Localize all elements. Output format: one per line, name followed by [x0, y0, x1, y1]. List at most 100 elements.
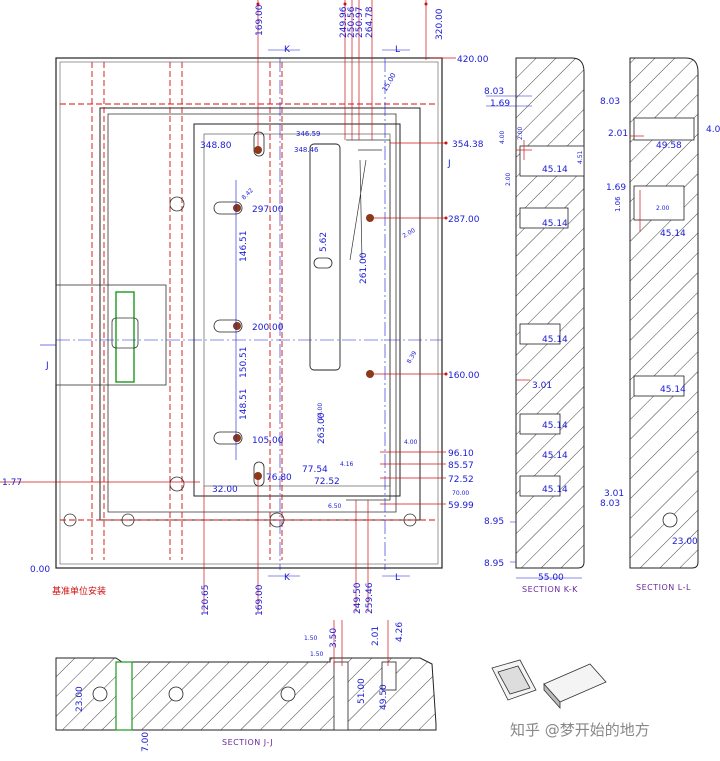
dim-right-70: 70.00	[452, 490, 469, 497]
ll-dim-4: 4.00	[706, 125, 720, 135]
dim-rot-5-62: 5.62	[319, 232, 329, 252]
dim-inner-348-80: 348.80	[200, 141, 232, 151]
kk-dim-55: 55.00	[538, 573, 564, 583]
dim-top-250-56: 250.56	[347, 6, 357, 38]
dim-right-287: 287.00	[448, 215, 480, 225]
dim-inner-261: 261.00	[359, 252, 369, 284]
jj-dim-7: 7.00	[141, 732, 151, 752]
ll-dim-1-69: 1.69	[606, 183, 626, 193]
section-letter-j-left: J	[45, 361, 49, 371]
section-letter-j-right: J	[447, 159, 451, 169]
dim-tiny-6-50: 6.50	[328, 503, 342, 510]
dim-bottom-169: 169.00	[255, 584, 265, 616]
ll-small-2: 2.00	[656, 205, 670, 212]
jj-dim-4-26: 4.26	[395, 622, 405, 642]
dim-rot-146-51: 146.51	[239, 231, 249, 263]
section-kk-view	[486, 57, 585, 579]
dim-top-264-78: 264.78	[365, 6, 375, 38]
dim-bottom-120-65: 120.65	[201, 585, 211, 617]
kk-dim-8-95-a: 8.95	[484, 517, 504, 527]
jj-dim-51: 51.00	[357, 678, 367, 704]
kk-small-4: 4.00	[499, 130, 506, 144]
jj-dim-23: 23.00	[75, 686, 85, 712]
dim-tiny-8-39: 8.39	[406, 350, 419, 365]
dim-tiny-14: 14.00	[317, 403, 324, 420]
section-jj-view	[55, 620, 437, 731]
dim-right-85-57: 85.57	[448, 461, 474, 471]
ll-dim-45-14-a: 45.14	[660, 229, 686, 239]
ll-dim-2-01: 2.01	[608, 129, 628, 139]
kk-dim-45-14-c: 45.14	[542, 335, 568, 345]
ll-dim-3-01: 3.01	[604, 489, 624, 499]
kk-dim-45-14-d: 45.14	[542, 421, 568, 431]
kk-dim-3-01: 3.01	[532, 381, 552, 391]
kk-dim-45-14-e: 45.14	[542, 451, 568, 461]
dim-bottom-259-46: 259.46	[365, 582, 375, 614]
ll-dim-49-58: 49.58	[656, 141, 682, 151]
section-ll-view	[629, 57, 699, 569]
kk-dim-45-14-f: 45.14	[542, 485, 568, 495]
kk-dim-8-95-b: 8.95	[484, 559, 504, 569]
dim-inner-76-80: 76.80	[266, 473, 292, 483]
jj-small-1-50-a: 1.50	[304, 635, 318, 642]
kk-small-2: 2.00	[505, 172, 512, 186]
section-jj-label: SECTION J-J	[222, 738, 273, 747]
dim-left-1-77: 1.77	[2, 478, 22, 488]
section-letter-l-bottom: L	[395, 573, 400, 583]
main-plan-view	[0, 0, 456, 612]
dim-right-96-10: 96.10	[448, 449, 474, 459]
kk-dim-1-69: 1.69	[490, 99, 510, 109]
dim-right-160: 160.00	[448, 371, 480, 381]
dimension-ticks	[256, 2, 448, 376]
section-letter-k-bottom: K	[284, 573, 291, 583]
dim-inner-348-46: 348.46	[294, 146, 319, 154]
dim-top-249-96: 249.96	[339, 6, 349, 38]
section-letter-k-top: K	[284, 45, 291, 55]
dim-left-0: 0.00	[30, 565, 50, 575]
ll-dim-45-14-b: 45.14	[660, 385, 686, 395]
dim-right-354-38: 354.38	[452, 140, 484, 150]
dim-bottom-249-50: 249.50	[353, 582, 363, 614]
section-kk-label: SECTION K-K	[522, 585, 578, 594]
dim-tiny-4: 4.00	[404, 439, 418, 446]
kk-dim-45-14-b: 45.14	[542, 219, 568, 229]
dim-right-59-99: 59.99	[448, 501, 474, 511]
dim-tiny-4-16: 4.16	[340, 461, 354, 468]
kk-dim-8-03: 8.03	[484, 87, 504, 97]
jj-small-1-50-b: 1.50	[310, 651, 324, 658]
jj-dim-3-50: 3.50	[329, 628, 339, 648]
jj-dim-2-01: 2.01	[371, 626, 381, 646]
section-letter-l-top: L	[395, 45, 400, 55]
ll-dim-1-06: 1.06	[614, 196, 622, 212]
dim-inner-105: 105.00	[252, 436, 284, 446]
kk-small-2-b: 2.00	[517, 126, 524, 140]
dim-right-72-52: 72.52	[448, 475, 474, 485]
ll-dim-23: 23.00	[672, 537, 698, 547]
section-ll-label: SECTION L-L	[636, 583, 691, 592]
dim-inner-72-52: 72.52	[314, 477, 340, 487]
dim-top-420: 420.00	[457, 55, 489, 65]
kk-small-4-51: 4.51	[577, 150, 584, 164]
dim-top-250-97: 250.97	[355, 7, 365, 39]
dim-inner-297: 297.00	[252, 205, 284, 215]
ll-dim-8-03: 8.03	[600, 97, 620, 107]
dim-inner-263: 263.00	[317, 412, 327, 444]
dim-inner-32: 32.00	[212, 485, 238, 495]
dim-top-169: 169.00	[255, 4, 265, 36]
iso-view-part	[491, 659, 607, 710]
kk-dim-45-14-a: 45.14	[542, 165, 568, 175]
dim-tiny-8-42: 8.42	[240, 187, 255, 202]
dim-top-320: 320.00	[435, 8, 445, 40]
watermark-zhihu: 知乎 @梦开始的地方	[510, 721, 650, 739]
dim-rot-148-51: 148.51	[239, 389, 249, 421]
ll-dim-8-03-b: 8.03	[600, 499, 620, 509]
dim-inner-77-54: 77.54	[302, 465, 328, 475]
jj-dim-49-50: 49.50	[379, 684, 389, 710]
dim-top-15: 15.00	[381, 72, 398, 93]
dim-inner-346-59: 346.59	[296, 130, 321, 138]
dim-tiny-2: 2.00	[402, 227, 417, 240]
dim-inner-200: 200.00	[252, 323, 284, 333]
note-red-cn: 基准单位安装	[52, 585, 106, 597]
dim-rot-150-51: 150.51	[239, 347, 249, 379]
